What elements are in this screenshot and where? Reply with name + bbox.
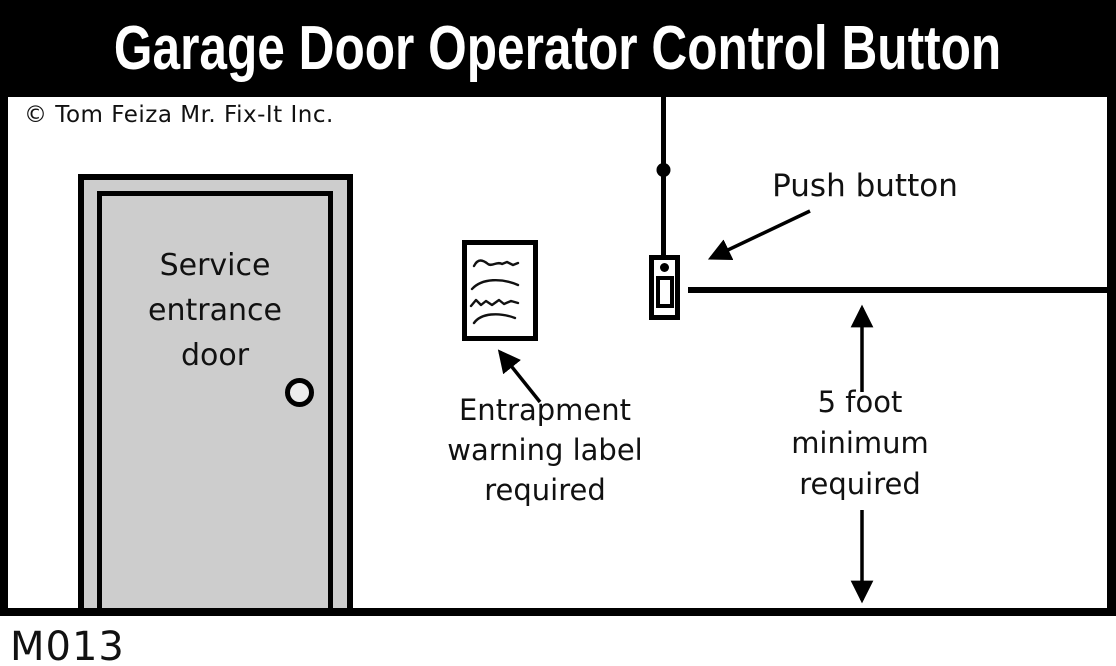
push-button-indicator-dot: [660, 263, 669, 272]
wire-junction-dot: [656, 163, 671, 177]
title-bar: Garage Door Operator Control Button: [0, 0, 1116, 97]
clearance-annotation-line: required: [799, 467, 921, 501]
entrapment-annotation-line: warning label: [447, 433, 643, 467]
door-label-line: door: [180, 338, 250, 373]
entrapment-annotation-line: Entrapment: [458, 393, 632, 427]
push-button: [649, 255, 680, 320]
door-label-line: entrance: [148, 293, 282, 328]
door-label: Service entrance door: [115, 243, 315, 378]
push-button-arrow: [707, 209, 811, 260]
figure-id: M013: [10, 624, 125, 666]
clearance-annotation: 5 foot minimum required: [760, 382, 960, 505]
copyright-text: © Tom Feiza Mr. Fix-It Inc.: [24, 102, 334, 128]
squiggle-line: [472, 313, 517, 325]
push-button-label: Push button: [772, 168, 958, 204]
push-button-switch: [655, 276, 674, 308]
door-label-line: Service: [159, 248, 271, 283]
entrapment-annotation-line: required: [484, 473, 606, 507]
squiggle-line: [472, 259, 520, 268]
clearance-annotation-line: 5 foot: [817, 385, 903, 419]
squiggle-line: [470, 279, 520, 291]
squiggle-line: [469, 298, 520, 308]
warning-label-text-squiggles-icon: [469, 259, 520, 325]
entrapment-annotation: Entrapment warning label required: [435, 390, 655, 510]
entrapment-warning-label: [462, 240, 538, 341]
diagram-title: Garage Door Operator Control Button: [114, 14, 1002, 83]
clearance-annotation-line: minimum: [791, 426, 929, 460]
door-knob: [285, 378, 314, 407]
